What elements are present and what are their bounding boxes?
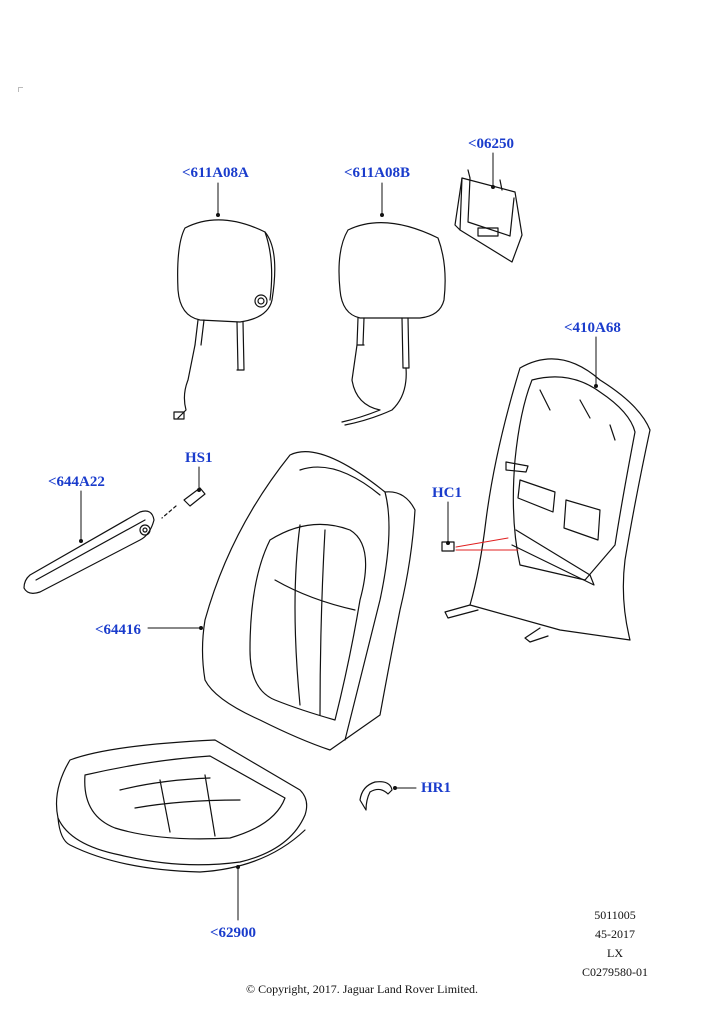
leader-dots xyxy=(79,185,598,869)
crop-mark xyxy=(18,87,23,92)
armrest-part xyxy=(23,510,155,594)
seat-back-cover-part xyxy=(201,451,416,751)
copyright-notice: © Copyright, 2017. Jaguar Land Rover Lim… xyxy=(245,982,479,996)
callout-headrest-a[interactable]: <611A08A xyxy=(182,165,249,181)
headrest-a-part xyxy=(173,219,276,420)
callout-tray[interactable]: <06250 xyxy=(468,136,515,152)
callout-headrest-b[interactable]: <611A08B xyxy=(344,165,411,181)
callout-hs1[interactable]: HS1 xyxy=(185,450,213,466)
hs1-part xyxy=(161,487,206,519)
reference-line-4: C0279580-01 xyxy=(582,965,648,979)
tray-part xyxy=(454,169,523,263)
seat-back-frame-part xyxy=(444,358,651,643)
callout-back-frame[interactable]: <410A68 xyxy=(564,320,621,336)
callout-cushion-cover[interactable]: <62900 xyxy=(210,925,257,941)
callout-back-cover[interactable]: <64416 xyxy=(95,622,142,638)
headrest-b-part xyxy=(338,222,446,426)
callout-armrest[interactable]: <644A22 xyxy=(48,474,105,490)
reference-line-2: 45-2017 xyxy=(595,927,635,941)
leader-lines xyxy=(80,152,597,921)
reference-block: 5011005 45-2017 LX C0279580-01 xyxy=(570,906,660,982)
callout-hr1[interactable]: HR1 xyxy=(421,780,451,796)
callout-hc1[interactable]: HC1 xyxy=(432,485,462,501)
hc1-highlight-lines xyxy=(455,537,519,551)
reference-line-1: 5011005 xyxy=(594,908,636,922)
reference-line-3: LX xyxy=(607,946,623,960)
hr1-part xyxy=(359,781,393,811)
seat-cushion-cover-part xyxy=(55,739,308,873)
